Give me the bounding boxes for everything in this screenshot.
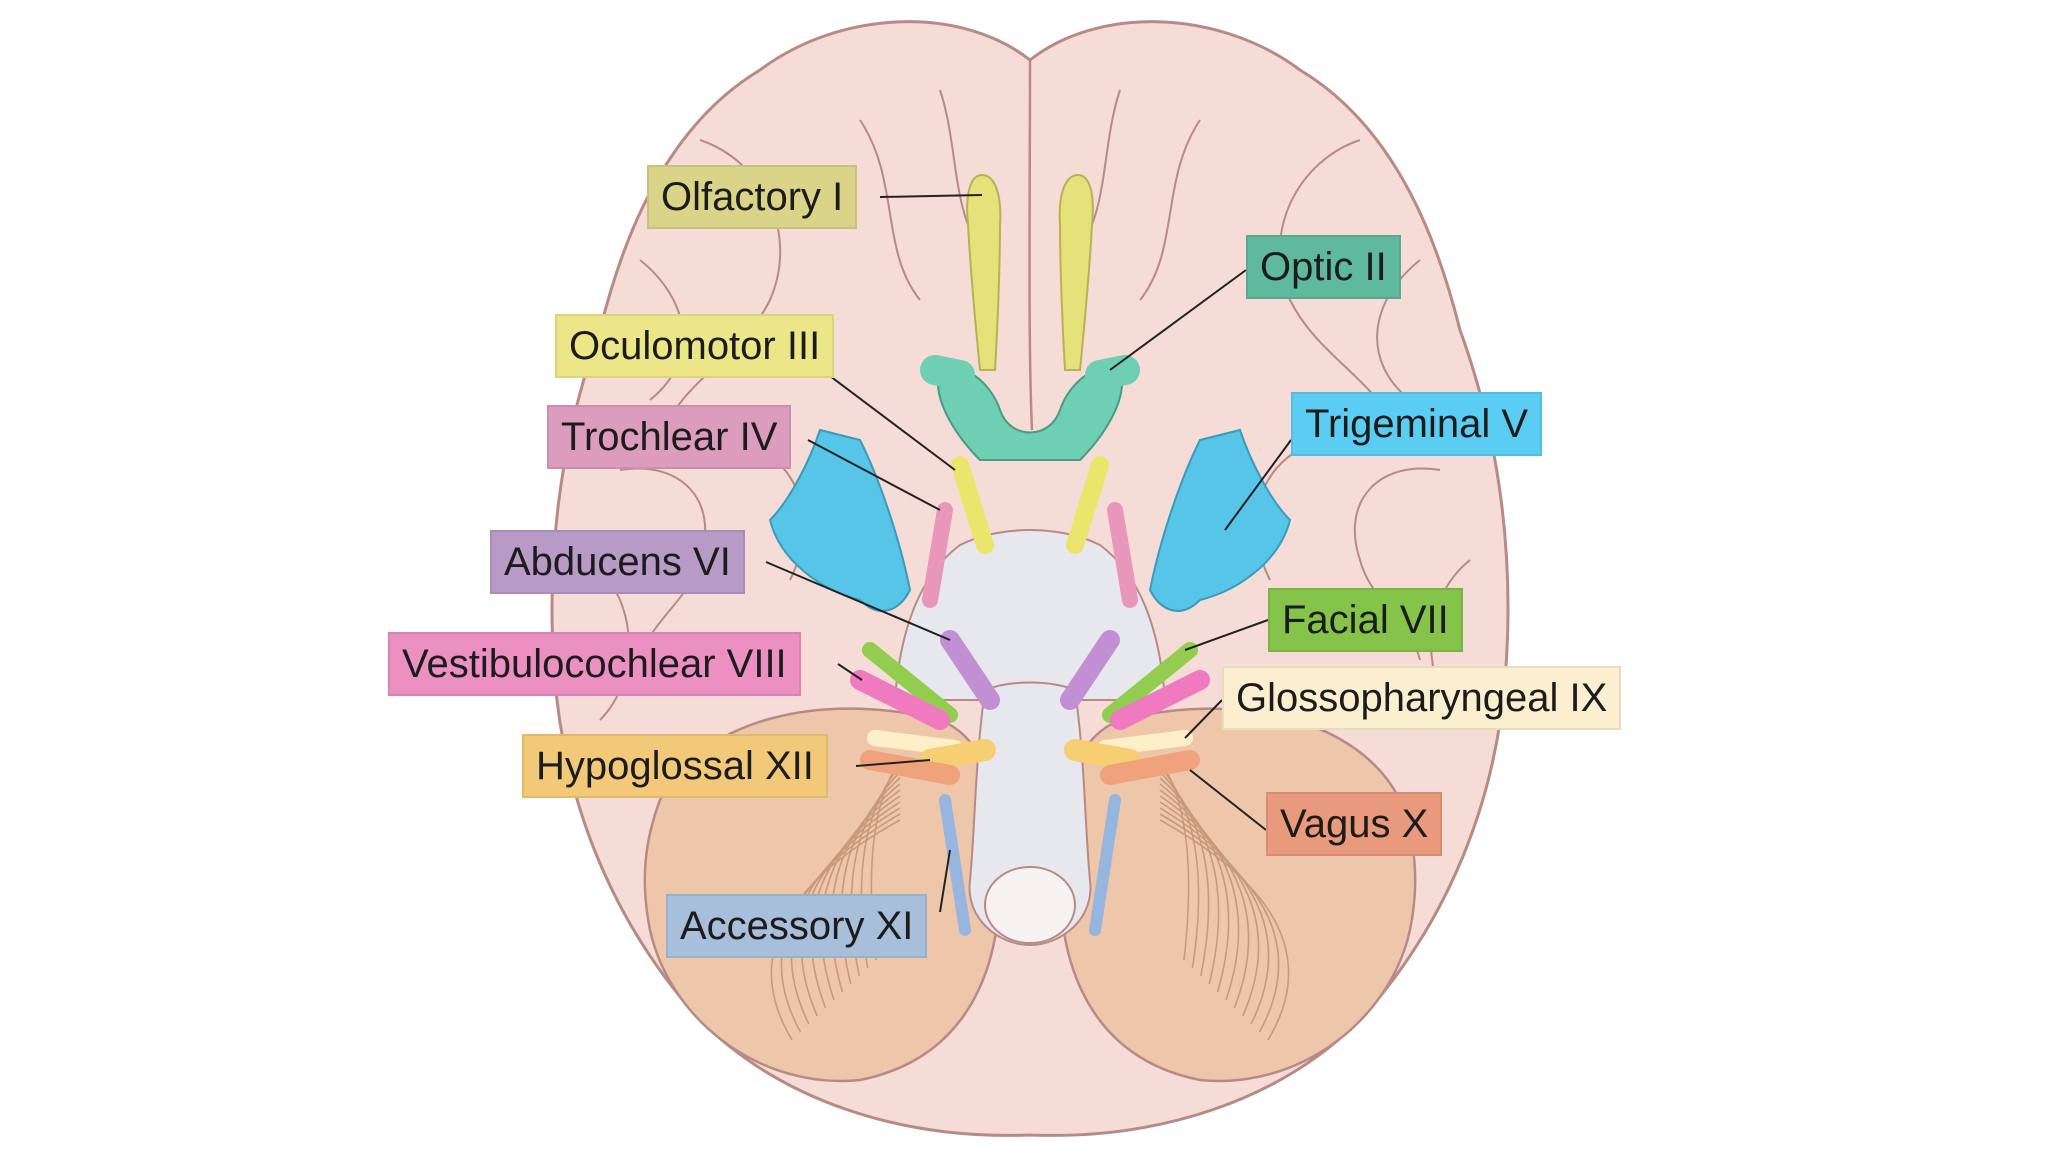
hypoglossal-nerve-right <box>1064 739 1141 771</box>
cerebellar-folium <box>820 789 901 1001</box>
abducens-nerve-right <box>1060 630 1120 710</box>
label-oculomotor: Oculomotor III <box>555 314 835 378</box>
oculomotor-nerve-right <box>1066 456 1109 554</box>
leader-accessory <box>939 849 951 913</box>
cerebellar-folium <box>830 783 901 993</box>
label-trigeminal: Trigeminal V <box>1291 392 1543 456</box>
cerebellar-folium <box>1159 771 1210 977</box>
olfactory-bulb-right <box>1058 173 1094 371</box>
label-hypoglossal: Hypoglossal XII <box>522 734 828 798</box>
oculomotor-nerve-left <box>951 456 994 554</box>
facial-nerve-left <box>862 642 958 723</box>
vagus-nerve-right <box>1100 750 1200 785</box>
leader-oculomotor <box>829 375 956 471</box>
leader-vagus <box>1189 769 1267 831</box>
leader-facial <box>1184 619 1269 651</box>
olfactory-bulb-left <box>966 173 1002 371</box>
label-olfactory: Olfactory I <box>647 165 858 229</box>
trochlear-nerve-left <box>922 502 953 608</box>
cerebellar-folium <box>1159 819 1290 1041</box>
longitudinal-fissure <box>1028 59 1034 431</box>
vestibulocochlear-nerve-right <box>1110 670 1210 730</box>
optic-nerve-right <box>1085 355 1140 390</box>
leader-glossopharyngeal <box>1184 699 1223 739</box>
trochlear-nerve-right <box>1107 502 1138 608</box>
spinal-cord-section <box>984 866 1076 944</box>
leader-abducens <box>765 561 951 641</box>
cerebellar-folium <box>1159 759 1190 961</box>
hypoglossal-nerve-left <box>919 739 996 771</box>
label-vestibulocochlear: Vestibulocochlear VIII <box>388 632 801 696</box>
glossopharyngeal-nerve-left <box>867 730 963 756</box>
leader-trochlear <box>807 439 941 511</box>
facial-nerve-right <box>1102 642 1198 723</box>
glossopharyngeal-nerve-right <box>1097 730 1193 756</box>
cerebellar-folium <box>1159 783 1230 993</box>
leader-trigeminal <box>1224 439 1292 531</box>
cerebellar-folium <box>1159 777 1220 985</box>
label-abducens: Abducens VI <box>490 530 745 594</box>
leader-vestibulocochlear <box>837 663 863 681</box>
cerebellar-folium <box>1159 789 1240 1001</box>
cerebellar-folium <box>1159 765 1200 969</box>
leader-hypoglossal <box>855 759 931 767</box>
accessory-nerve-right <box>1089 794 1121 936</box>
label-optic: Optic II <box>1246 235 1401 299</box>
vestibulocochlear-nerve-left <box>850 670 950 730</box>
cerebellar-folium <box>1159 807 1270 1025</box>
accessory-nerve-left <box>939 794 971 936</box>
cerebellar-folium <box>1159 795 1250 1009</box>
label-vagus: Vagus X <box>1266 792 1443 856</box>
leader-olfactory <box>879 194 983 198</box>
label-facial: Facial VII <box>1268 588 1463 652</box>
cerebellar-folium <box>1159 801 1260 1017</box>
leader-optic <box>1109 269 1247 371</box>
trigeminal-nerve-right <box>1148 428 1292 612</box>
label-accessory: Accessory XI <box>666 894 928 958</box>
label-glossopharyngeal: Glossopharyngeal IX <box>1222 666 1622 730</box>
cerebellar-folium <box>1159 813 1280 1033</box>
cerebellar-folium <box>810 795 901 1009</box>
optic-nerve-left <box>920 355 975 390</box>
label-trochlear: Trochlear IV <box>547 405 792 469</box>
abducens-nerve-left <box>940 630 1000 710</box>
vagus-nerve-left <box>860 750 960 785</box>
